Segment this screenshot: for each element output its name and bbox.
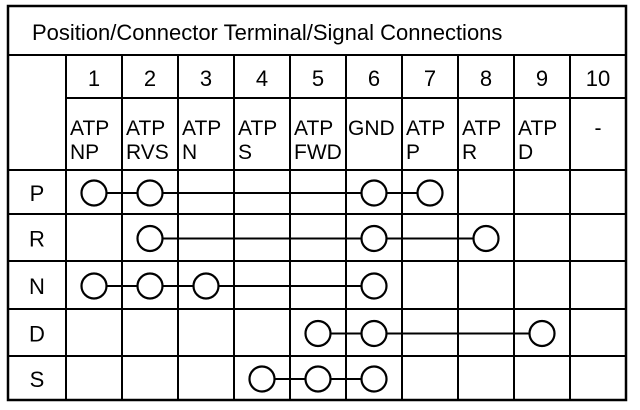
connection-dot-S-5 [304, 365, 332, 393]
position-label-P: P [30, 181, 45, 206]
terminal-signal-9-line-1: ATP [518, 117, 557, 140]
terminal-number-1: 1 [88, 66, 100, 91]
connection-dot-D-6 [360, 319, 388, 348]
terminal-number-4: 4 [256, 66, 268, 91]
terminal-number-9: 9 [536, 66, 548, 91]
position-label-D: D [29, 322, 45, 347]
terminal-number-8: 8 [480, 66, 492, 91]
connection-dot-D-5 [304, 319, 332, 348]
position-label-N: N [29, 274, 45, 299]
terminal-signal-6: GND [348, 117, 395, 140]
connection-dot-R-6 [360, 224, 388, 253]
terminal-signal-4-line-2: S [238, 141, 252, 164]
connection-dot-P-2 [136, 179, 164, 207]
terminal-signal-5-line-2: FWD [294, 141, 342, 164]
terminal-signal-2-line-1: ATP [126, 117, 165, 140]
connection-dot-N-3 [192, 272, 220, 300]
table-grid [8, 54, 626, 400]
terminal-headers: 1ATPNP2ATPRVS3ATPN4ATPS5ATPFWD6GND7ATPP8… [70, 66, 610, 164]
terminal-signal-2-line-2: RVS [126, 141, 169, 164]
terminal-signal-3-line-2: N [182, 141, 197, 164]
terminal-number-10: 10 [586, 66, 610, 91]
outer-border [6, 4, 628, 402]
terminal-signal-7-line-2: P [406, 141, 420, 164]
terminal-signal-8-line-1: ATP [462, 117, 501, 140]
terminal-signal-1-line-2: NP [70, 141, 99, 164]
terminal-number-2: 2 [144, 66, 156, 91]
terminal-number-6: 6 [368, 66, 380, 91]
connection-dot-P-7 [416, 179, 444, 207]
table-title: Position/Connector Terminal/Signal Conne… [32, 20, 502, 45]
terminal-signal-1-line-1: ATP [70, 117, 109, 140]
terminal-signal-3-line-1: ATP [182, 117, 221, 140]
terminal-signal-10: - [595, 117, 602, 140]
connection-dot-N-1 [80, 272, 108, 300]
connection-dot-S-4 [248, 365, 276, 393]
position-label-S: S [30, 367, 45, 392]
terminal-signal-5-line-1: ATP [294, 117, 333, 140]
connection-dot-N-2 [136, 272, 164, 300]
terminal-number-7: 7 [424, 66, 436, 91]
terminal-number-5: 5 [312, 66, 324, 91]
terminal-signal-7-line-1: ATP [406, 117, 445, 140]
connection-dot-D-9 [528, 319, 556, 348]
terminal-signal-9-line-2: D [518, 141, 533, 164]
connection-dot-P-6 [360, 179, 388, 207]
terminal-number-3: 3 [200, 66, 212, 91]
terminal-signal-4-line-1: ATP [238, 117, 277, 140]
connection-dot-P-1 [80, 179, 108, 207]
position-label-R: R [29, 227, 45, 252]
connection-dot-R-2 [136, 224, 164, 253]
connection-dot-R-8 [472, 224, 500, 253]
terminal-signal-8-line-2: R [462, 141, 477, 164]
connection-dot-S-6 [360, 365, 388, 393]
connection-dot-N-6 [360, 272, 388, 300]
